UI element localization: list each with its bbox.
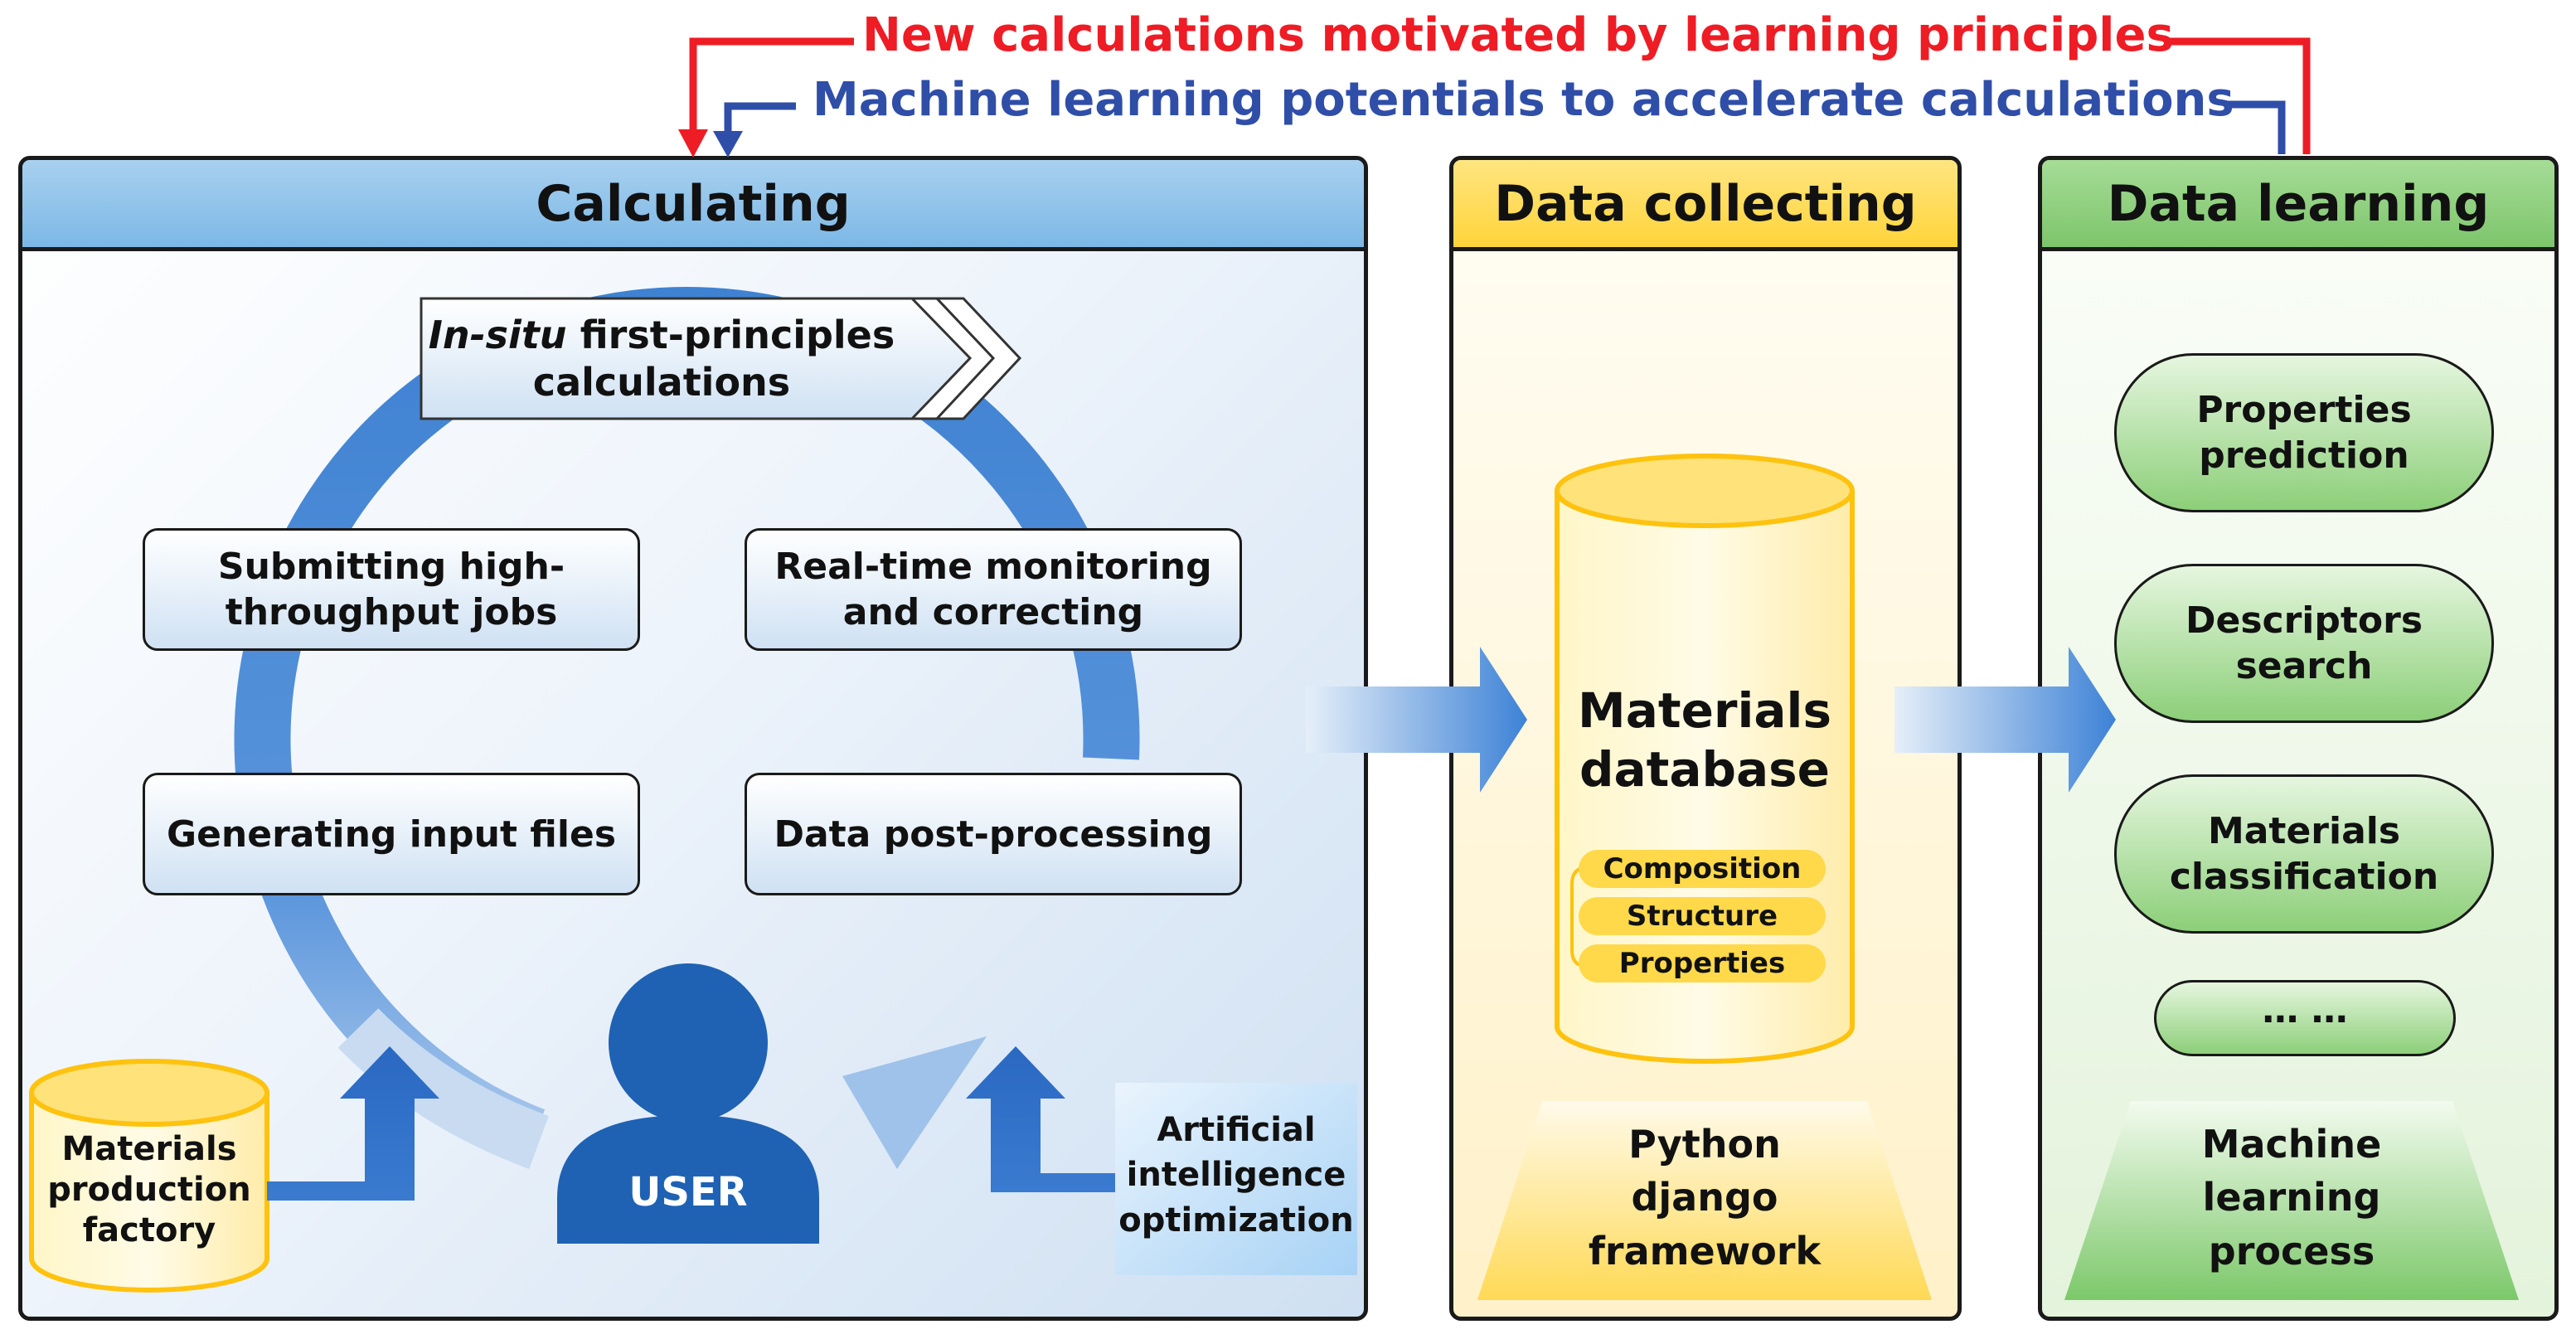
insitu-rest: first-principles — [580, 313, 895, 358]
step-line: Generating input files — [166, 813, 617, 856]
feedback-blue-arrow — [724, 100, 2286, 154]
tag-composition: Composition — [1579, 850, 1826, 888]
feedback-blue-label: Machine learning potentials to accelerat… — [813, 73, 2234, 127]
ai-line: optimization — [1118, 1201, 1354, 1240]
factory-label: Materials production factory — [32, 1129, 267, 1250]
pill-more: … … — [2154, 980, 2456, 1056]
factory-line: factory — [82, 1210, 216, 1249]
step-line: Submitting high- — [217, 546, 565, 588]
framework-line: Python — [1628, 1122, 1781, 1167]
process-line: Machine — [2201, 1122, 2382, 1167]
user-icon-body — [557, 1115, 819, 1244]
insitu-italic: In-situ — [428, 313, 567, 358]
insitu-line2: calculations — [532, 359, 791, 405]
framework-trapezoid — [1477, 1101, 1932, 1300]
tag-properties: Properties — [1579, 944, 1826, 982]
step-generating-input: Generating input files — [143, 773, 640, 895]
framework-label: Python django framework — [1527, 1118, 1882, 1278]
step-line: Real-time monitoring — [774, 546, 1212, 588]
framework-line: django — [1631, 1175, 1778, 1220]
factory-arrow — [267, 1046, 439, 1201]
pill-line: Materials — [2207, 810, 2401, 852]
process-line: learning — [2202, 1175, 2381, 1220]
ai-arrow — [966, 1046, 1115, 1192]
pill-line: Descriptors — [2185, 599, 2423, 642]
step-line: Data post-processing — [774, 813, 1213, 856]
data-collecting-title: Data collecting — [1453, 160, 1957, 251]
arc-left-fade — [337, 1008, 549, 1169]
calculating-title: Calculating — [22, 160, 1364, 251]
database-label: Materials database — [1557, 682, 1852, 799]
step-post-processing: Data post-processing — [745, 773, 1242, 895]
blue-arrowhead — [713, 131, 743, 158]
insitu-label: In-situ first-principles calculations — [421, 298, 902, 419]
arc-right-arrow — [842, 1036, 987, 1169]
insitu-banner — [420, 297, 973, 420]
pill-line: classification — [2169, 856, 2439, 898]
tag-structure: Structure — [1579, 897, 1826, 935]
user-icon-head — [609, 963, 768, 1123]
ml-process-label: Machine learning process — [2118, 1118, 2466, 1278]
user-label: USER — [628, 1169, 748, 1215]
feedback-red-label: New calculations motivated by learning p… — [862, 8, 2174, 62]
pill-line: Properties — [2196, 389, 2412, 431]
database-line: Materials — [1578, 682, 1831, 739]
ai-label: Artificial intelligence optimization — [1115, 1108, 1357, 1243]
flow-arrow-collect-to-learn — [1894, 647, 2116, 793]
ai-line: Artificial — [1157, 1111, 1316, 1149]
ai-box — [1115, 1083, 1357, 1275]
flow-arrow-calc-to-collect — [1306, 647, 1527, 793]
step-line: throughput jobs — [225, 591, 558, 633]
factory-line: Materials — [61, 1130, 237, 1168]
ml-process-trapezoid — [2064, 1101, 2519, 1300]
factory-line: production — [47, 1170, 251, 1209]
step-line: and correcting — [842, 591, 1144, 633]
process-line: process — [2208, 1228, 2375, 1274]
database-line: database — [1579, 740, 1831, 798]
pill-line: search — [2235, 645, 2373, 687]
feedback-red-arrow — [689, 37, 2311, 154]
framework-line: framework — [1588, 1228, 1822, 1274]
ai-line: intelligence — [1126, 1156, 1346, 1195]
data-learning-title: Data learning — [2042, 160, 2554, 251]
red-arrowhead — [678, 129, 708, 158]
factory-cylinder — [29, 1059, 269, 1293]
step-submitting-jobs: Submitting high-throughput jobs — [143, 528, 640, 651]
pill-line: prediction — [2199, 434, 2409, 477]
pill-line: … … — [2262, 989, 2348, 1031]
